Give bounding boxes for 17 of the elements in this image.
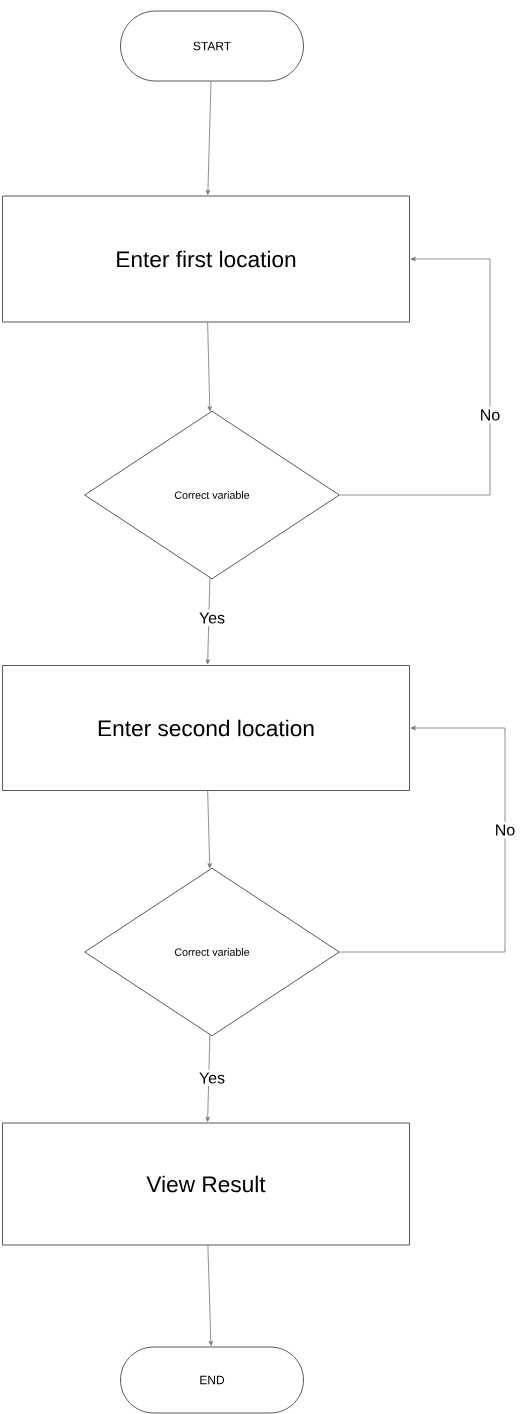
arrow xyxy=(339,725,506,953)
arrow xyxy=(205,1034,211,1122)
arrow xyxy=(207,790,212,869)
process-box: View Result xyxy=(2,1122,410,1246)
edge-label: Yes xyxy=(196,609,228,627)
terminal-box: END xyxy=(120,1346,304,1414)
terminal-box: START xyxy=(120,10,304,82)
arrow xyxy=(205,577,211,665)
arrow xyxy=(207,322,212,412)
edge-label: No xyxy=(492,821,518,839)
process-box: Enter second location xyxy=(2,665,410,791)
process-box: Enter first location xyxy=(2,195,410,323)
arrow xyxy=(207,1245,213,1346)
arrow xyxy=(205,81,212,195)
edge-label: Yes xyxy=(196,1069,228,1087)
edge-label: No xyxy=(477,406,503,424)
arrow xyxy=(339,256,491,496)
